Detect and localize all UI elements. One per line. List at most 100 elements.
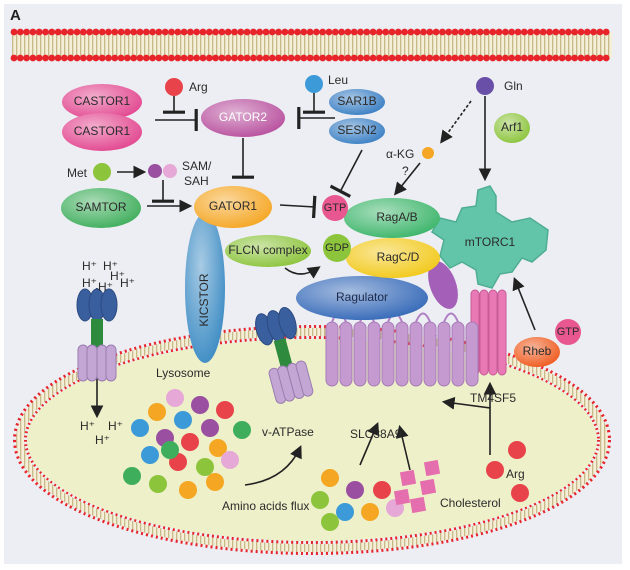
lipid-head [376, 28, 383, 36]
met-label: Met [67, 166, 88, 180]
lipid-head [413, 54, 421, 62]
lipid-head [268, 28, 276, 36]
lipid-head [331, 54, 339, 62]
lipid-head [325, 54, 333, 62]
castor1-label: CASTOR1 [74, 94, 131, 108]
lipid-head [212, 54, 220, 62]
lipid-head [73, 54, 81, 62]
mtorc1: mTORC1 [431, 185, 549, 289]
amino-acid [221, 451, 239, 469]
lipid-head [470, 28, 478, 36]
lipid-head [10, 28, 18, 36]
mtorc1-label: mTORC1 [465, 235, 516, 249]
lipid-head [577, 54, 585, 62]
lipid-head [577, 28, 585, 36]
lipid-head [237, 54, 245, 62]
lipid-head [357, 28, 364, 36]
lipid-head [86, 28, 93, 36]
lipid-head [10, 54, 18, 62]
transmembrane-helix [367, 321, 381, 387]
lipid-head [300, 28, 308, 36]
gtp-label: GTP [324, 202, 347, 214]
lipid-head [571, 28, 579, 36]
lipid-head [344, 54, 352, 62]
lipid-head [54, 28, 62, 36]
amino-acid [148, 403, 166, 421]
transmembrane-helix [395, 321, 409, 387]
lipid-head [174, 54, 182, 62]
lipid-head [539, 28, 547, 36]
akg-label: α-KG [386, 147, 414, 161]
amino-acid [174, 411, 192, 429]
met-molecule [93, 163, 111, 181]
amino-acid [336, 503, 354, 521]
tm4sf5-helix [497, 289, 507, 376]
cholesterol-molecule [419, 478, 437, 496]
sesn2: SESN2 [329, 118, 385, 144]
lipid-head [325, 28, 333, 36]
amino-acid [191, 396, 209, 414]
lipid-head [187, 54, 194, 62]
lipid-head [520, 28, 528, 36]
lipid-head [319, 54, 327, 62]
plasma-membrane [10, 28, 612, 62]
lipid-head [111, 28, 119, 36]
sam-label: SAM/ [182, 159, 212, 173]
lipid-head [363, 28, 371, 36]
cholesterol-molecule [399, 469, 417, 487]
arf1: Arf1 [494, 113, 530, 143]
lipid-head [287, 28, 295, 36]
lipid-head [558, 54, 566, 62]
amino-acid [179, 481, 197, 499]
pump-v0-subunit [86, 344, 98, 382]
lipid-head [117, 54, 125, 62]
lipid-head [92, 54, 100, 62]
cholesterol-molecule [423, 459, 441, 477]
gtp-label: GTP [557, 326, 580, 338]
lipid-head [502, 28, 509, 36]
lipid-head [61, 28, 68, 36]
slc38a9-n-terminus [428, 261, 458, 309]
amino-acid [321, 513, 339, 531]
lipid-head [250, 54, 257, 62]
lipid-head [350, 54, 358, 62]
helix-loop [443, 312, 459, 323]
amino-acid [321, 469, 339, 487]
rheb: Rheb [514, 337, 560, 367]
lipid-head [136, 28, 144, 36]
castor1-dimer: CASTOR1 CASTOR1 [62, 84, 142, 151]
lipid-head [344, 28, 352, 36]
amino-acid [209, 439, 227, 457]
lipid-head [205, 28, 213, 36]
lipid-head [451, 54, 459, 62]
lipid-head [67, 54, 75, 62]
lipid-head [401, 54, 408, 62]
amino-acid [149, 475, 167, 493]
lipid-head [168, 54, 175, 62]
lipid-head [583, 54, 591, 62]
rag-c-d: RagC/D [346, 238, 440, 278]
lipid-head [262, 28, 270, 36]
amino-acids-flux-cluster [311, 469, 404, 531]
lipid-head [124, 54, 131, 62]
h-plus: H⁺ [120, 276, 135, 290]
cholesterol-molecules [393, 459, 441, 514]
lipid-head [149, 54, 157, 62]
lipid-head [161, 28, 169, 36]
amino-acid [166, 389, 184, 407]
lipid-head [432, 28, 440, 36]
lipid-head [602, 28, 610, 36]
v-atpase [255, 306, 314, 404]
lipid-head [382, 54, 390, 62]
lipid-head [86, 54, 93, 62]
lipid-head [413, 28, 421, 36]
lipid-head [476, 54, 484, 62]
kicstor: KICSTOR [185, 213, 225, 363]
lipid-head [98, 28, 106, 36]
lipid-head [489, 54, 497, 62]
lipid-head [426, 54, 434, 62]
lipid-head [23, 28, 30, 36]
lipid-head [338, 54, 345, 62]
lipid-head [281, 54, 289, 62]
leu-molecule [305, 75, 323, 93]
